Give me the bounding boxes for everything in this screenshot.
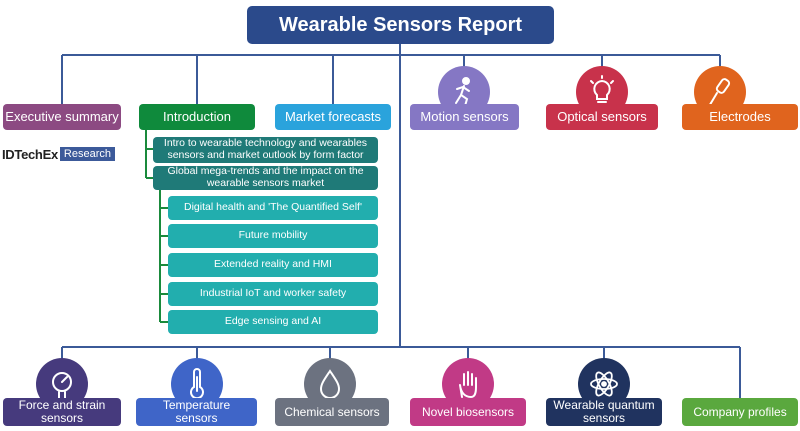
chemical-sensors-box: Chemical sensors [275, 398, 389, 426]
optical-sensors-box: Optical sensors [546, 104, 658, 130]
intro-item-6: Industrial IoT and worker safety [168, 282, 378, 306]
intro-item-7: Edge sensing and AI [168, 310, 378, 334]
intro-item-5: Extended reality and HMI [168, 253, 378, 277]
motion-sensors-box: Motion sensors [410, 104, 519, 130]
company-profiles-box: Company profiles [682, 398, 798, 426]
wearable-quantum-sensors-box: Wearable quantum sensors [546, 398, 662, 426]
intro-item-2: Global mega-trends and the impact on the… [153, 166, 378, 190]
intro-item-1: Intro to wearable technology and wearabl… [153, 137, 378, 163]
intro-item-4: Future mobility [168, 224, 378, 248]
temperature-sensors-box: Temperature sensors [136, 398, 257, 426]
force-strain-sensors-box: Force and strain sensors [3, 398, 121, 426]
novel-biosensors-box: Novel biosensors [410, 398, 526, 426]
executive-summary-box: Executive summary [3, 104, 121, 130]
electrodes-box: Electrodes [682, 104, 798, 130]
idtechex-logo: IDTechEx Research [2, 146, 115, 162]
logo-brand: IDTechEx [2, 146, 58, 162]
market-forecasts-box: Market forecasts [275, 104, 391, 130]
intro-item-3: Digital health and 'The Quantified Self' [168, 196, 378, 220]
logo-suffix: Research [59, 147, 115, 161]
introduction-box: Introduction [139, 104, 255, 130]
report-title: Wearable Sensors Report [247, 6, 554, 44]
